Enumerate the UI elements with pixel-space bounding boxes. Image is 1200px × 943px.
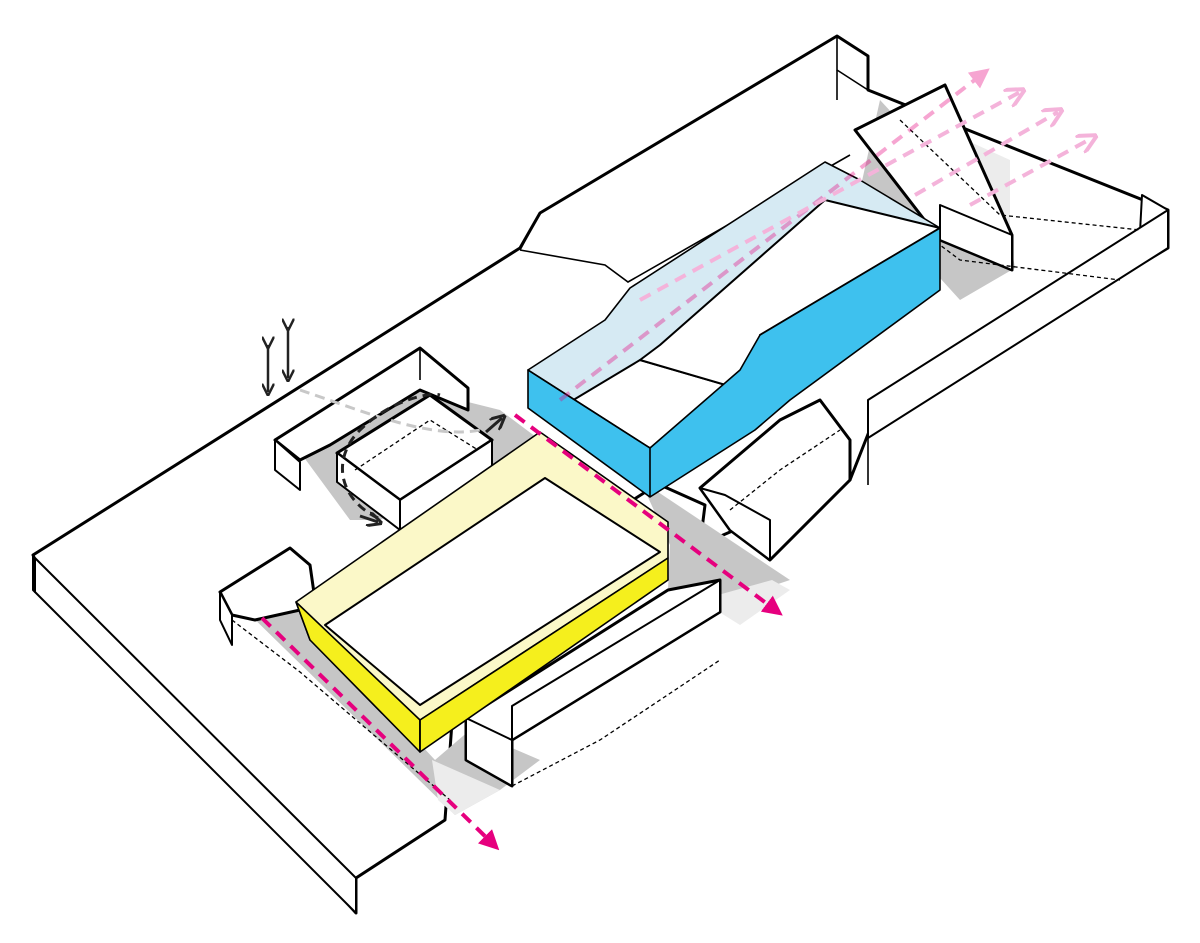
lower-left-block (218, 546, 451, 801)
circulation-arrows-magenta (260, 68, 990, 851)
circulation-arrow-dark (340, 392, 502, 522)
yellow-highlighted-volume (295, 431, 669, 753)
circulation-arrows-pink (639, 92, 1092, 302)
circulation-arrow-gray (299, 388, 481, 434)
lower-right-block (464, 578, 722, 788)
upper-left-block (273, 346, 470, 491)
blue-highlighted-volume (527, 161, 941, 498)
vertical-access-arrows (268, 327, 288, 392)
right-rear-block (698, 398, 852, 562)
